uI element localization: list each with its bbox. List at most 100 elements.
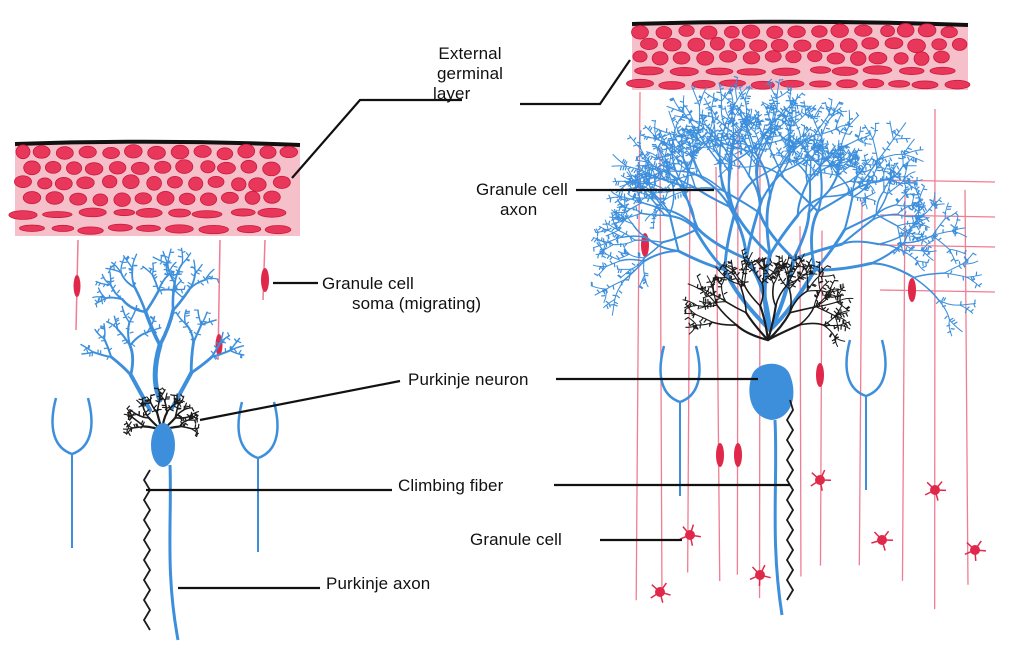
dendritic-spine [916, 151, 918, 155]
dendritic-spine [826, 308, 829, 311]
dendritic-spine [936, 201, 937, 205]
dendritic-spine [96, 282, 98, 286]
granule-cell [871, 531, 893, 550]
dendritic-spine [823, 272, 824, 276]
granule-cell-precursor [56, 147, 73, 160]
dendritic-spine [890, 158, 892, 162]
dendritic-spine [149, 268, 153, 269]
dendritic-spine [735, 128, 736, 132]
dendritic-spine [898, 158, 902, 159]
granule-cell-precursor [260, 146, 276, 159]
granule-cell-precursor [812, 26, 828, 38]
dendritic-spine [100, 326, 104, 327]
dendritic-spine [591, 238, 594, 241]
dendritic-spine [922, 241, 923, 245]
purkinje-dendrite [842, 242, 879, 245]
granule-cell-precursor [832, 67, 858, 75]
granule-cell-precursor [217, 162, 235, 174]
dendritic-spine [201, 283, 204, 286]
dendritic-spine [131, 428, 132, 432]
dendritic-spine [801, 108, 802, 112]
dendritic-spine [174, 266, 178, 267]
purkinje-dendrite [876, 214, 897, 226]
dendritic-spine [889, 192, 892, 194]
granule-cell-precursor [700, 26, 717, 39]
granule-cell-precursor [192, 211, 222, 218]
granule-cell-precursor [742, 25, 760, 38]
dendritic-spine [950, 318, 953, 320]
granule-cell-precursor [706, 68, 733, 75]
dendritic-spine [803, 277, 807, 278]
migrating-granule-soma [74, 275, 81, 297]
dendritic-spine [129, 270, 133, 271]
purkinje-dendrite [845, 197, 853, 230]
dendritic-spine [742, 263, 746, 265]
granule-cell-precursor [232, 178, 247, 191]
dendritic-spine [887, 141, 889, 144]
dendritic-spine [621, 281, 622, 285]
granule-cell-precursor [679, 25, 694, 36]
granule-cell-precursor [231, 209, 255, 216]
dendritic-spine [171, 271, 172, 275]
climbing-fiber-branch [714, 278, 727, 279]
granule-cell-precursor [934, 51, 950, 63]
dendritic-spine [779, 148, 781, 151]
dendritic-spine [704, 303, 706, 307]
granule-cell-precursor [200, 193, 216, 206]
dendritic-spine [188, 282, 191, 284]
dendritic-spine [974, 304, 975, 308]
dendritic-spine [607, 285, 610, 288]
granule-cell-precursor [201, 161, 215, 173]
purkinje-dendrite [966, 275, 981, 277]
granule-cell-precursor [109, 162, 126, 175]
granule-cell-precursor [831, 24, 849, 37]
dendritic-spine [797, 105, 798, 109]
dendritic-spine [683, 140, 687, 141]
dendritic-spine [664, 137, 667, 140]
granule-cell-precursor [827, 53, 844, 64]
dendritic-spine [951, 259, 954, 262]
dendritic-spine [865, 154, 868, 156]
dendritic-spine [951, 329, 955, 330]
dendritic-spine [617, 204, 621, 206]
dendritic-spine [822, 103, 826, 104]
dendritic-spine [168, 286, 169, 290]
purkinje-dendrite [644, 251, 678, 261]
dendritic-spine [685, 317, 688, 319]
dendritic-spine [594, 239, 597, 242]
dendritic-spine [122, 340, 126, 341]
granule-cell-axon-fiber [859, 200, 862, 565]
purkinje-dendrite [146, 291, 159, 312]
dendritic-spine [823, 288, 827, 290]
dendritic-spine [665, 159, 666, 163]
granule-cell-precursor [743, 52, 760, 64]
dendritic-spine [717, 122, 720, 124]
purkinje-dendrite [663, 229, 698, 243]
dendritic-spine [608, 235, 609, 239]
dendritic-spine [808, 266, 812, 267]
dendritic-spine [930, 200, 934, 202]
dendritic-spine [84, 348, 87, 351]
dendritic-spine [952, 320, 955, 322]
label-line: soma (migrating) [322, 294, 481, 314]
migrating-granule-soma [716, 443, 724, 467]
dendritic-spine [794, 103, 798, 104]
dendritic-spine [151, 395, 155, 396]
purkinje-axon [775, 420, 782, 615]
dendritic-spine [102, 300, 103, 304]
dendritic-spine [959, 261, 960, 265]
granule-cell-precursor [199, 225, 229, 233]
dendritic-spine [863, 198, 867, 199]
dendritic-spine [872, 190, 873, 194]
dendritic-spine [643, 127, 647, 129]
granule-cell-precursor [189, 177, 203, 190]
dendritic-spine [237, 341, 241, 343]
dendritic-spine [817, 136, 821, 137]
dendritic-spine [927, 219, 930, 222]
leader-germinal-left [292, 100, 462, 178]
granule-cell [651, 583, 671, 603]
dendritic-spine [628, 271, 630, 275]
dendritic-spine [825, 285, 829, 287]
dendritic-spine [659, 160, 663, 161]
